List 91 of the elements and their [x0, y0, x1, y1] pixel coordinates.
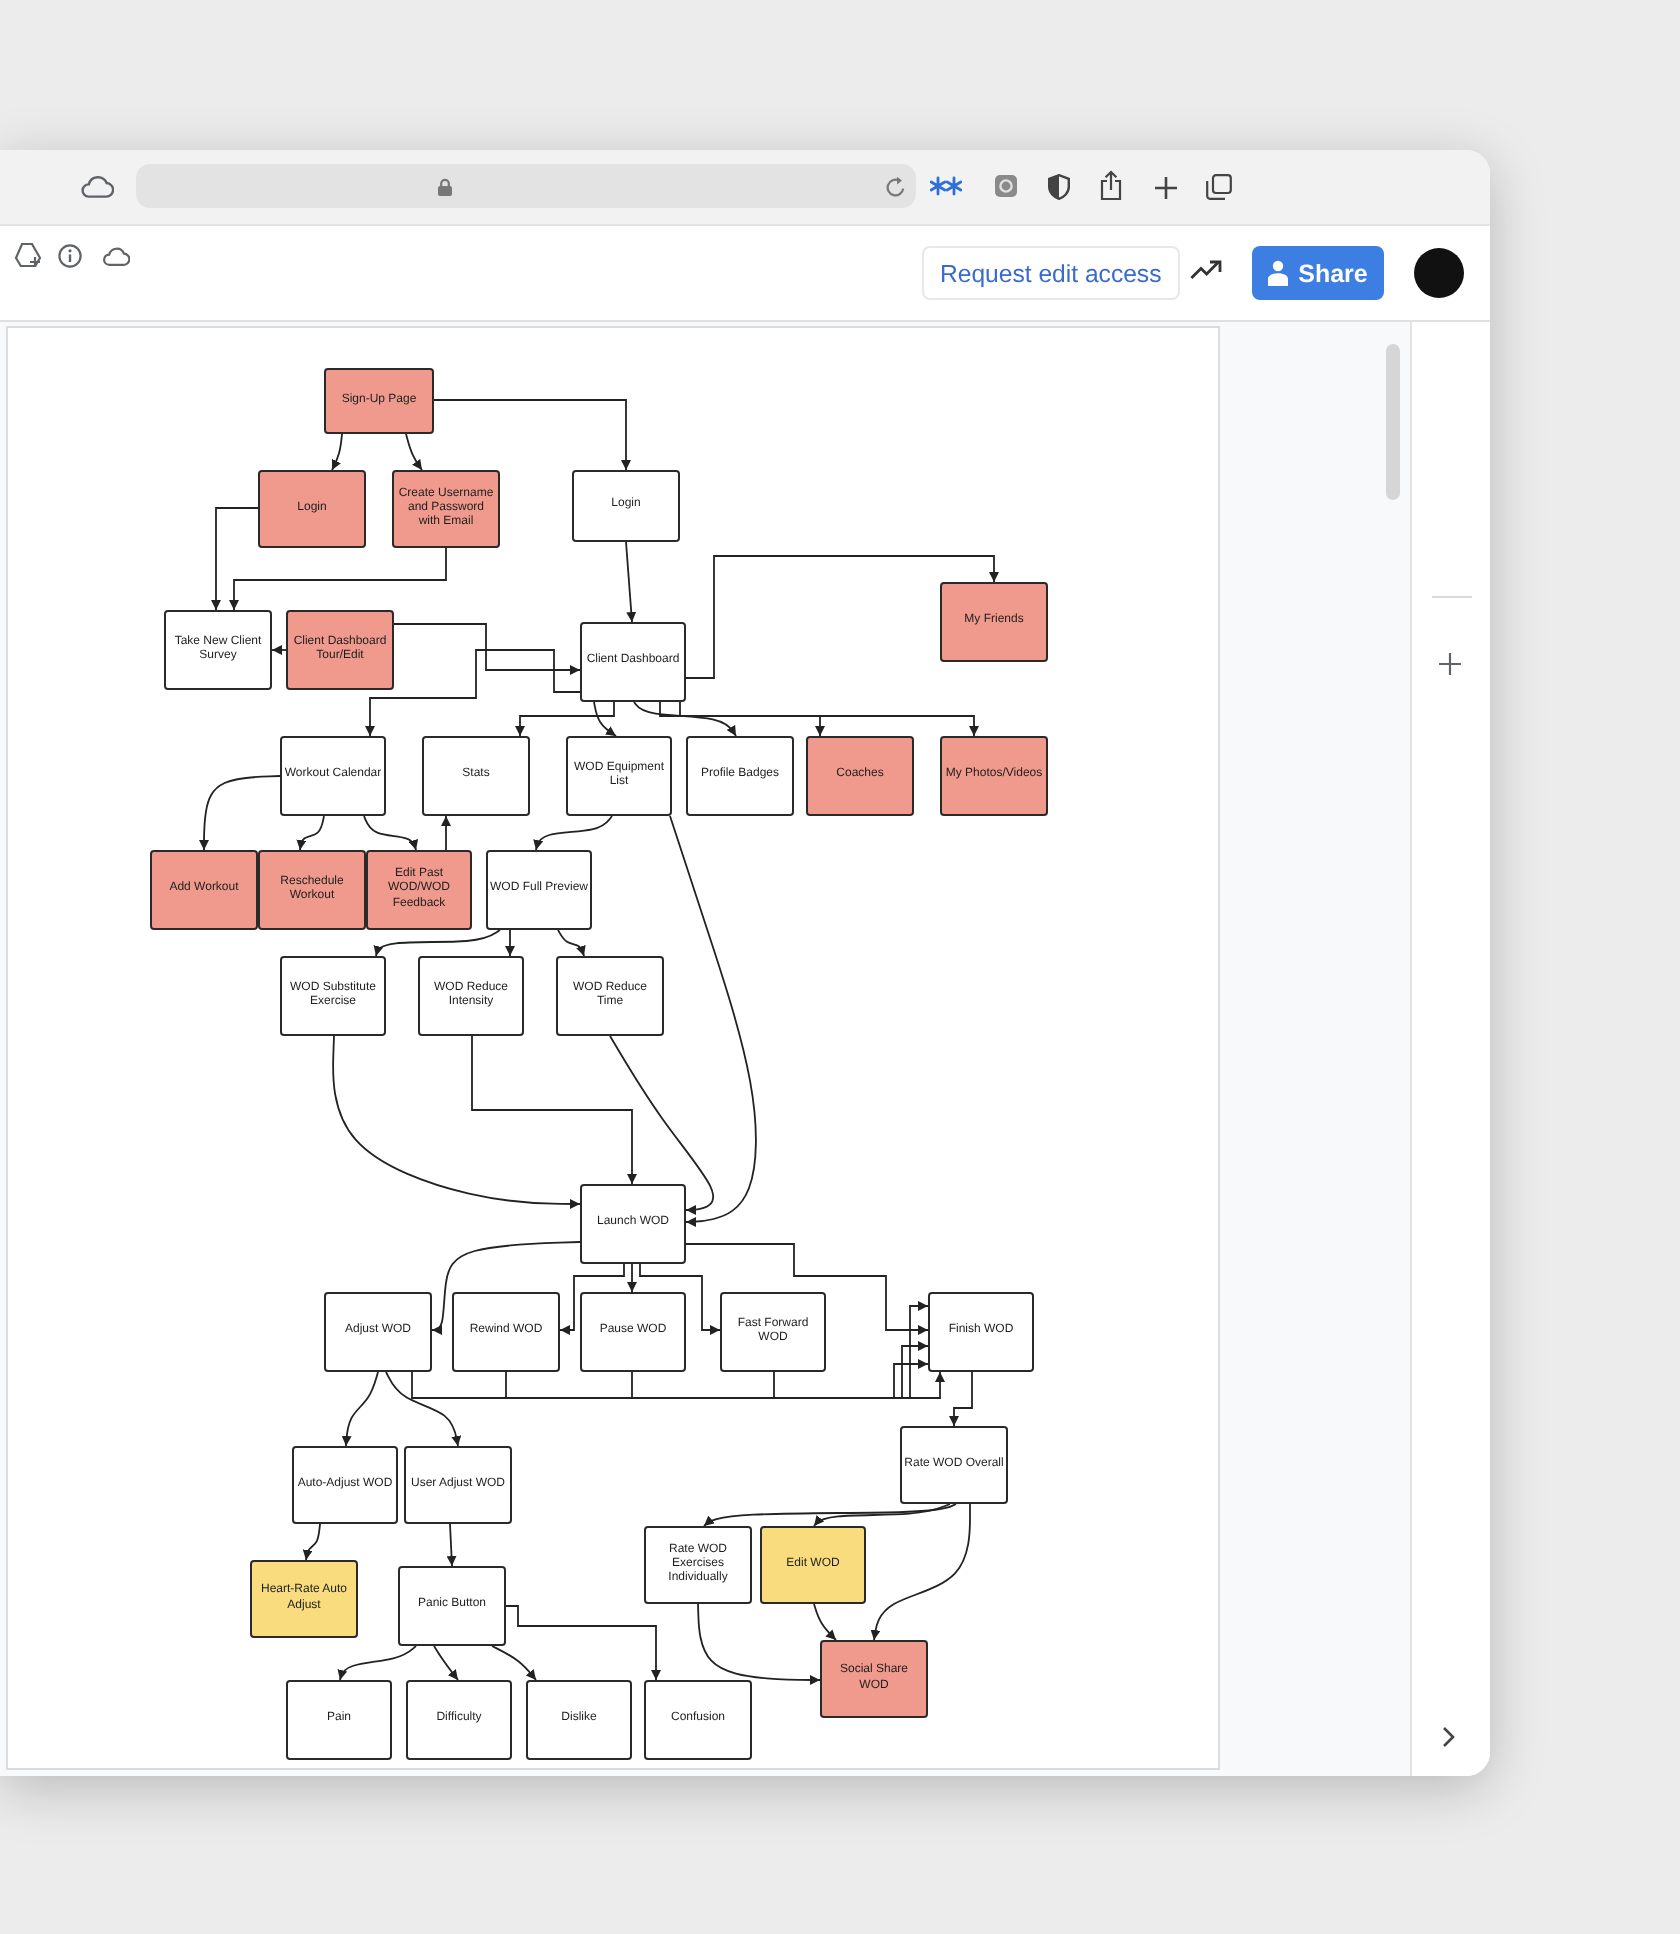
arrow	[633, 701, 737, 737]
process-box	[258, 470, 366, 548]
arrow	[365, 649, 581, 737]
arrow	[491, 1645, 537, 1681]
arrow	[385, 1371, 462, 1447]
arrow	[441, 815, 451, 851]
process-box	[164, 610, 272, 690]
process-box	[324, 1292, 432, 1372]
process-box	[940, 582, 1048, 662]
arrow	[446, 1523, 457, 1567]
arrow	[433, 399, 631, 471]
arrow	[505, 929, 515, 957]
process-box	[280, 736, 386, 816]
process-box	[486, 850, 592, 930]
process-box	[324, 368, 434, 434]
process-box	[150, 850, 258, 930]
arrow	[773, 1371, 945, 1399]
process-box	[250, 1560, 358, 1638]
arrow	[697, 1603, 821, 1685]
process-box	[366, 850, 472, 930]
arrow	[405, 433, 423, 471]
process-box	[644, 1526, 752, 1604]
process-box	[286, 610, 394, 690]
arrow	[411, 1359, 929, 1399]
process-box	[404, 1446, 512, 1524]
process-box	[900, 1426, 1008, 1504]
process-box	[720, 1292, 826, 1372]
arrow	[949, 1371, 973, 1427]
arrow	[813, 1503, 951, 1527]
arrow	[533, 815, 613, 851]
arrow	[337, 1645, 417, 1681]
arrow	[211, 507, 259, 611]
arrow	[229, 547, 447, 611]
process-box	[452, 1292, 560, 1372]
arrow	[557, 929, 586, 957]
arrow	[341, 1371, 379, 1447]
arrow	[199, 775, 281, 851]
arrow	[431, 1241, 581, 1335]
process-box	[820, 1640, 928, 1718]
arrow	[627, 1263, 637, 1293]
arrow	[302, 1523, 321, 1561]
arrow	[813, 1603, 837, 1641]
process-box	[580, 1184, 686, 1264]
arrow	[685, 1243, 929, 1335]
arrow	[296, 815, 325, 851]
arrow	[505, 1605, 661, 1681]
arrow	[363, 815, 419, 851]
arrow	[669, 815, 757, 1227]
arrow	[373, 929, 501, 957]
arrow	[685, 555, 999, 679]
process-box	[286, 1680, 392, 1760]
process-box	[280, 956, 386, 1036]
process-box	[392, 470, 500, 548]
arrow	[593, 701, 617, 737]
arrow	[625, 541, 637, 623]
arrow	[515, 701, 615, 737]
process-box	[928, 1292, 1034, 1372]
share-button: Share	[1252, 246, 1384, 300]
process-box	[566, 736, 672, 816]
process-box	[292, 1446, 398, 1524]
arrow	[331, 433, 343, 471]
process-box	[940, 736, 1048, 816]
process-box	[760, 1526, 866, 1604]
process-box	[258, 850, 366, 930]
process-box	[686, 736, 794, 816]
process-box	[398, 1566, 506, 1646]
process-box	[644, 1680, 752, 1760]
process-box	[422, 736, 530, 816]
arrow	[271, 645, 287, 655]
arrow	[433, 1645, 459, 1681]
process-box	[526, 1680, 632, 1760]
arrow	[631, 1301, 929, 1399]
process-box	[406, 1680, 512, 1760]
arrow	[471, 1035, 637, 1185]
arrow	[393, 623, 581, 675]
process-box	[806, 736, 914, 816]
process-box	[418, 956, 524, 1036]
arrow	[559, 1263, 625, 1335]
arrow	[870, 1503, 971, 1641]
arrow	[679, 701, 979, 737]
arrow	[703, 1503, 957, 1527]
arrow	[639, 1263, 721, 1335]
process-box	[556, 956, 664, 1036]
process-box	[572, 470, 680, 542]
process-box	[580, 1292, 686, 1372]
arrow	[332, 1035, 581, 1209]
arrow	[609, 1035, 715, 1215]
arrow	[505, 1341, 929, 1399]
process-box	[580, 622, 686, 702]
arrow	[659, 701, 825, 737]
request-access-button: Request edit access	[922, 246, 1180, 300]
